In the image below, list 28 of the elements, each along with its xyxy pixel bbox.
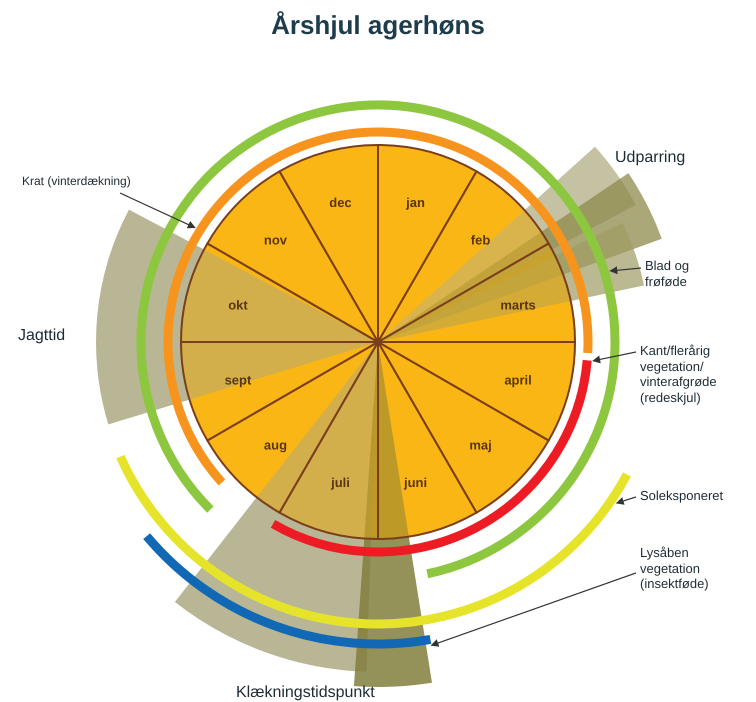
title: Årshjul agerhøns <box>270 10 486 41</box>
month-label: dec <box>329 194 352 210</box>
leader-arrow <box>609 266 642 274</box>
habitat-arc <box>116 454 631 628</box>
habitat-arc <box>143 533 431 648</box>
month-label: marts <box>500 297 536 312</box>
month-label: juli <box>331 475 350 490</box>
month-label: feb <box>470 232 490 248</box>
callout-label: Krat (vinterdækning) <box>22 174 162 188</box>
callout-label: Lysåben vegetation (insektføde) <box>640 545 750 592</box>
month-label: maj <box>469 438 492 453</box>
callout-label: Kant/flerårig vegetation/ vinterafgrøde (redeskjul) <box>640 343 750 406</box>
month-label: okt <box>228 297 248 312</box>
callout-label: Blad og frøføde <box>645 258 725 290</box>
leader-arrow <box>592 351 636 364</box>
leader-arrow <box>430 572 636 647</box>
period-label: Klækningstidspunkt <box>236 684 375 701</box>
month-label: jan <box>406 194 425 210</box>
period-label: Udparring <box>615 149 686 166</box>
month-label: juni <box>404 475 428 490</box>
month-label: aug <box>264 438 288 453</box>
month-label: april <box>504 372 532 388</box>
callout-label: Soleksponeret <box>640 488 750 504</box>
month-label: nov <box>264 232 288 248</box>
leader-arrow <box>616 496 636 505</box>
period-label: Jagttid <box>18 327 66 344</box>
month-label: sept <box>224 372 252 388</box>
leader-arrow <box>120 192 196 228</box>
